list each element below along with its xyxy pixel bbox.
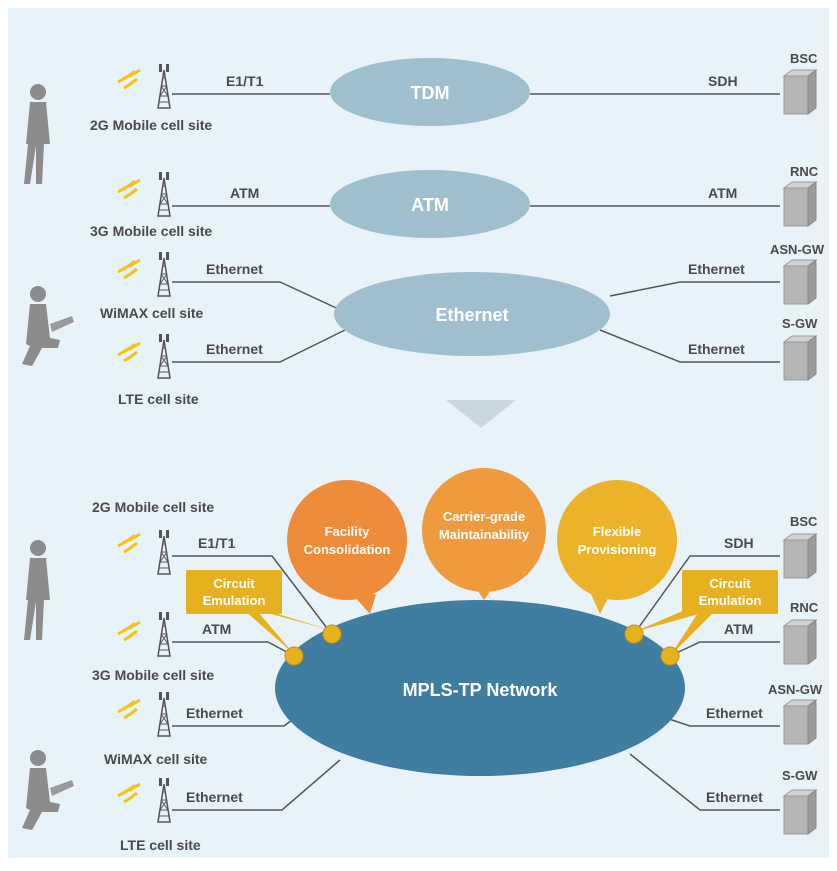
link-label-ethernet: Ethernet bbox=[206, 341, 263, 357]
site-label-wimax: WiMAX cell site bbox=[104, 751, 208, 767]
link-label-e1t1: E1/T1 bbox=[198, 535, 236, 551]
circuit-emulation-right: Circuit Emulation bbox=[624, 570, 778, 666]
mpls-tp-network-label: MPLS-TP Network bbox=[403, 680, 559, 700]
mpls-tp-network-cloud bbox=[275, 600, 685, 776]
node-label-asngw: ASN-GW bbox=[768, 682, 823, 697]
bubble-tail bbox=[354, 594, 376, 614]
link-label-sdh: SDH bbox=[724, 535, 754, 551]
down-arrow-icon bbox=[446, 400, 516, 428]
circuit-emulation-left: Circuit Emulation bbox=[186, 570, 342, 666]
site-label-3g: 3G Mobile cell site bbox=[90, 223, 212, 239]
ethernet-cloud bbox=[334, 272, 610, 356]
node-label-rnc: RNC bbox=[790, 600, 819, 615]
link-line bbox=[669, 641, 780, 657]
server-icon bbox=[783, 699, 817, 745]
node-label-rnc: RNC bbox=[790, 164, 819, 179]
carrier-grade-bubble bbox=[422, 468, 546, 592]
link-label-ethernet: Ethernet bbox=[688, 341, 745, 357]
node-label-bsc: BSC bbox=[790, 51, 818, 66]
link-label-atm: ATM bbox=[230, 185, 259, 201]
link-line bbox=[609, 281, 780, 297]
server-icon bbox=[783, 69, 817, 115]
link-label-ethernet: Ethernet bbox=[706, 705, 763, 721]
server-icon bbox=[783, 181, 817, 227]
server-icon bbox=[783, 619, 817, 665]
circuit-emulation-left-line2: Emulation bbox=[203, 593, 266, 608]
link-label-atm: ATM bbox=[724, 621, 753, 637]
circuit-emulation-left-line1: Circuit bbox=[213, 576, 255, 591]
link-label-ethernet: Ethernet bbox=[706, 789, 763, 805]
atm-cloud-label: ATM bbox=[411, 195, 449, 215]
node-label-sgw: S-GW bbox=[782, 316, 818, 331]
server-icon bbox=[783, 335, 817, 381]
site-label-3g: 3G Mobile cell site bbox=[92, 667, 214, 683]
ethernet-cloud-label: Ethernet bbox=[435, 305, 508, 325]
node-label-asngw: ASN-GW bbox=[770, 242, 825, 257]
flexible-provisioning-bubble bbox=[557, 480, 677, 600]
link-label-ethernet: Ethernet bbox=[206, 261, 263, 277]
server-icon bbox=[783, 259, 817, 305]
link-label-ethernet: Ethernet bbox=[186, 789, 243, 805]
link-line bbox=[599, 329, 780, 363]
tdm-cloud-label: TDM bbox=[411, 83, 450, 103]
circuit-emulation-right-line2: Emulation bbox=[699, 593, 762, 608]
site-label-2g: 2G Mobile cell site bbox=[90, 117, 212, 133]
site-label-wimax: WiMAX cell site bbox=[100, 305, 204, 321]
link-label-atm: ATM bbox=[202, 621, 231, 637]
facility-bubble-line2: Consolidation bbox=[304, 542, 391, 557]
link-line bbox=[633, 555, 780, 635]
carrier-bubble-line2: Maintainability bbox=[439, 527, 530, 542]
carrier-bubble-line1: Carrier-grade bbox=[443, 509, 525, 524]
link-line bbox=[172, 329, 346, 363]
flexible-bubble-line1: Flexible bbox=[593, 524, 641, 539]
facility-consolidation-bubble bbox=[287, 480, 407, 600]
node-label-sgw: S-GW bbox=[782, 768, 818, 783]
site-label-2g: 2G Mobile cell site bbox=[92, 499, 214, 515]
link-label-ethernet: Ethernet bbox=[688, 261, 745, 277]
facility-bubble-line1: Facility bbox=[325, 524, 371, 539]
site-label-lte: LTE cell site bbox=[120, 837, 201, 853]
tdm-cloud bbox=[330, 58, 530, 126]
server-icon bbox=[783, 789, 817, 835]
flexible-bubble-line2: Provisioning bbox=[578, 542, 657, 557]
circuit-emulation-right-line1: Circuit bbox=[709, 576, 751, 591]
link-label-atm: ATM bbox=[708, 185, 737, 201]
link-line bbox=[172, 281, 346, 313]
site-label-lte: LTE cell site bbox=[118, 391, 199, 407]
server-icon bbox=[783, 533, 817, 579]
node-label-bsc: BSC bbox=[790, 514, 818, 529]
link-label-e1t1: E1/T1 bbox=[226, 73, 264, 89]
link-line bbox=[172, 759, 341, 811]
link-line bbox=[629, 753, 780, 811]
link-label-ethernet: Ethernet bbox=[186, 705, 243, 721]
link-line bbox=[172, 555, 331, 633]
link-label-sdh: SDH bbox=[708, 73, 738, 89]
atm-cloud bbox=[330, 170, 530, 238]
